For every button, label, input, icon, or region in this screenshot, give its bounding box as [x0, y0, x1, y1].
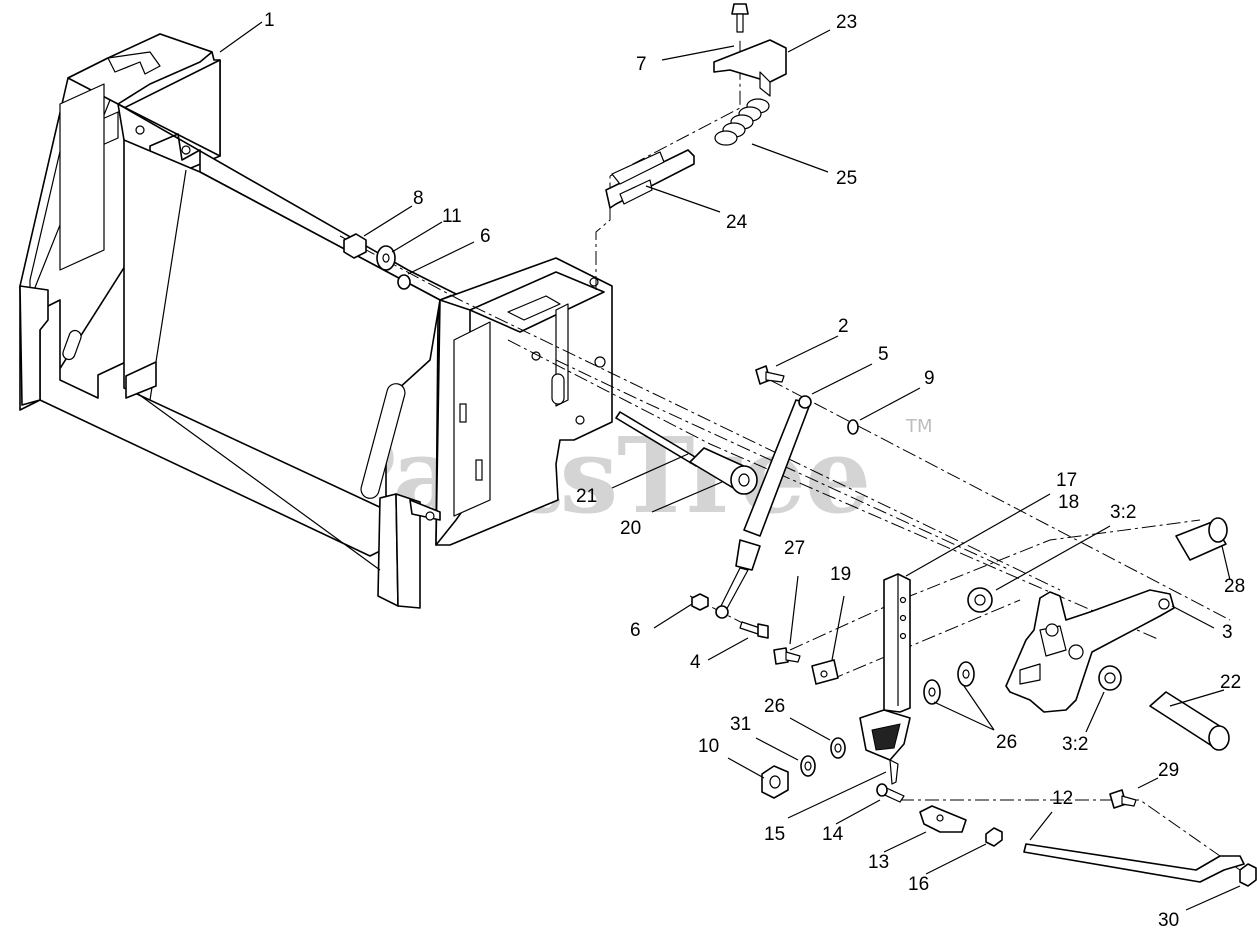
callout-20: 20: [620, 518, 641, 539]
callout-1: 1: [264, 10, 275, 31]
callout-11: 11: [442, 206, 462, 227]
part-17-lever: [859, 573, 911, 761]
callout-26-right: 26: [996, 732, 1017, 753]
part-24-plate: [605, 149, 695, 209]
part-15-cotter-pin: [889, 759, 899, 785]
part-28-pin: [1175, 517, 1228, 561]
callout-27: 27: [784, 538, 805, 559]
part-23-bracket: [713, 39, 787, 97]
callout-8: 8: [413, 188, 424, 209]
callout-3-2-lower: 3:2: [1062, 734, 1088, 755]
callout-28: 28: [1224, 576, 1245, 597]
part-3-2-bushing-upper: [967, 587, 993, 613]
part-20-bushing: [689, 447, 758, 495]
part-5-gas-spring: [715, 395, 812, 619]
part-3-2-bushing-lower: [1098, 665, 1122, 691]
part-11-washer: [376, 245, 396, 271]
callout-15: 15: [764, 824, 785, 845]
callout-22: 22: [1220, 672, 1241, 693]
callout-26-left: 26: [764, 696, 785, 717]
part-10-nut: [761, 765, 789, 799]
part-13-clevis: [919, 805, 967, 833]
part-4-bolt: [739, 621, 769, 639]
part-30-nut: [1239, 863, 1257, 887]
callout-24: 24: [726, 212, 748, 233]
part-frame: [19, 33, 613, 609]
part-9-washer: [847, 419, 859, 435]
part-14-pin: [876, 783, 905, 803]
callout-16: 16: [908, 874, 929, 895]
part-25-spring: [714, 98, 770, 146]
part-12-rod: [1023, 843, 1245, 883]
part-7-bolt: [731, 3, 749, 33]
callout-13: 13: [868, 852, 889, 873]
part-19-tab: [811, 659, 839, 685]
callout-14: 14: [822, 824, 844, 845]
part-29-bolt: [1109, 789, 1137, 809]
callout-19: 19: [830, 564, 851, 585]
callout-31: 31: [730, 714, 751, 735]
callout-3-2-upper: 3:2: [1110, 502, 1136, 523]
callout-labels: 1 7 23 25 24 8 11 6 2 5 9 21 20 17 18 3:…: [264, 10, 1245, 931]
callout-5: 5: [878, 344, 889, 365]
callout-6-lower: 6: [630, 620, 641, 641]
callout-4: 4: [690, 652, 701, 673]
part-2-bolt: [755, 365, 785, 385]
callout-9: 9: [924, 368, 935, 389]
leader-lines: [219, 21, 1241, 911]
part-26-washers: [830, 661, 975, 759]
callout-21: 21: [576, 486, 597, 507]
part-8-nut: [343, 233, 367, 259]
callout-6-top: 6: [480, 226, 491, 247]
part-22-pin: [1149, 691, 1230, 751]
callout-2: 2: [838, 316, 849, 337]
callout-3: 3: [1222, 622, 1233, 643]
part-31-washer: [800, 755, 816, 777]
callout-23: 23: [836, 12, 857, 33]
callout-18: 18: [1058, 492, 1079, 513]
watermark-tm: TM: [905, 416, 933, 437]
callout-10: 10: [698, 736, 719, 757]
callout-29: 29: [1158, 760, 1179, 781]
callout-7: 7: [636, 54, 647, 75]
callout-25: 25: [836, 168, 857, 189]
part-6-nut-lower: [691, 593, 709, 611]
callout-12: 12: [1052, 788, 1073, 809]
part-27-bolt: [773, 647, 801, 665]
part-16-nut: [985, 827, 1003, 847]
part-3-bracket: [1005, 589, 1175, 713]
callout-17: 17: [1056, 470, 1077, 491]
centerlines: [339, 40, 1241, 871]
callout-30: 30: [1158, 910, 1179, 931]
part-6-spacer-top: [397, 274, 411, 290]
